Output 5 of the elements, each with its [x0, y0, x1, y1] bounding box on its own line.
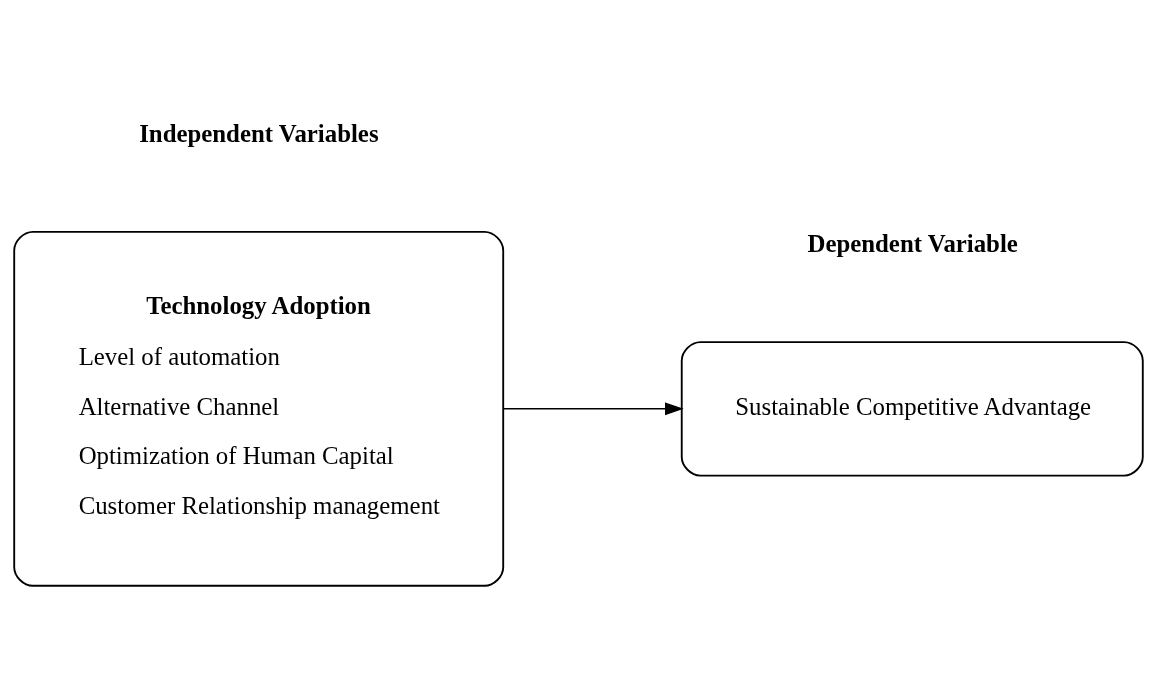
- arrow: [502, 402, 684, 416]
- node-box: Sustainable Competitive Advantage: [680, 341, 1144, 477]
- label: Independent Variables: [139, 119, 379, 147]
- label: Dependent Variable: [807, 229, 1018, 257]
- node-box: Technology Adoption Level of automation Alternative Channel Optimization of Human Capital Customer Relationship management: [13, 230, 505, 587]
